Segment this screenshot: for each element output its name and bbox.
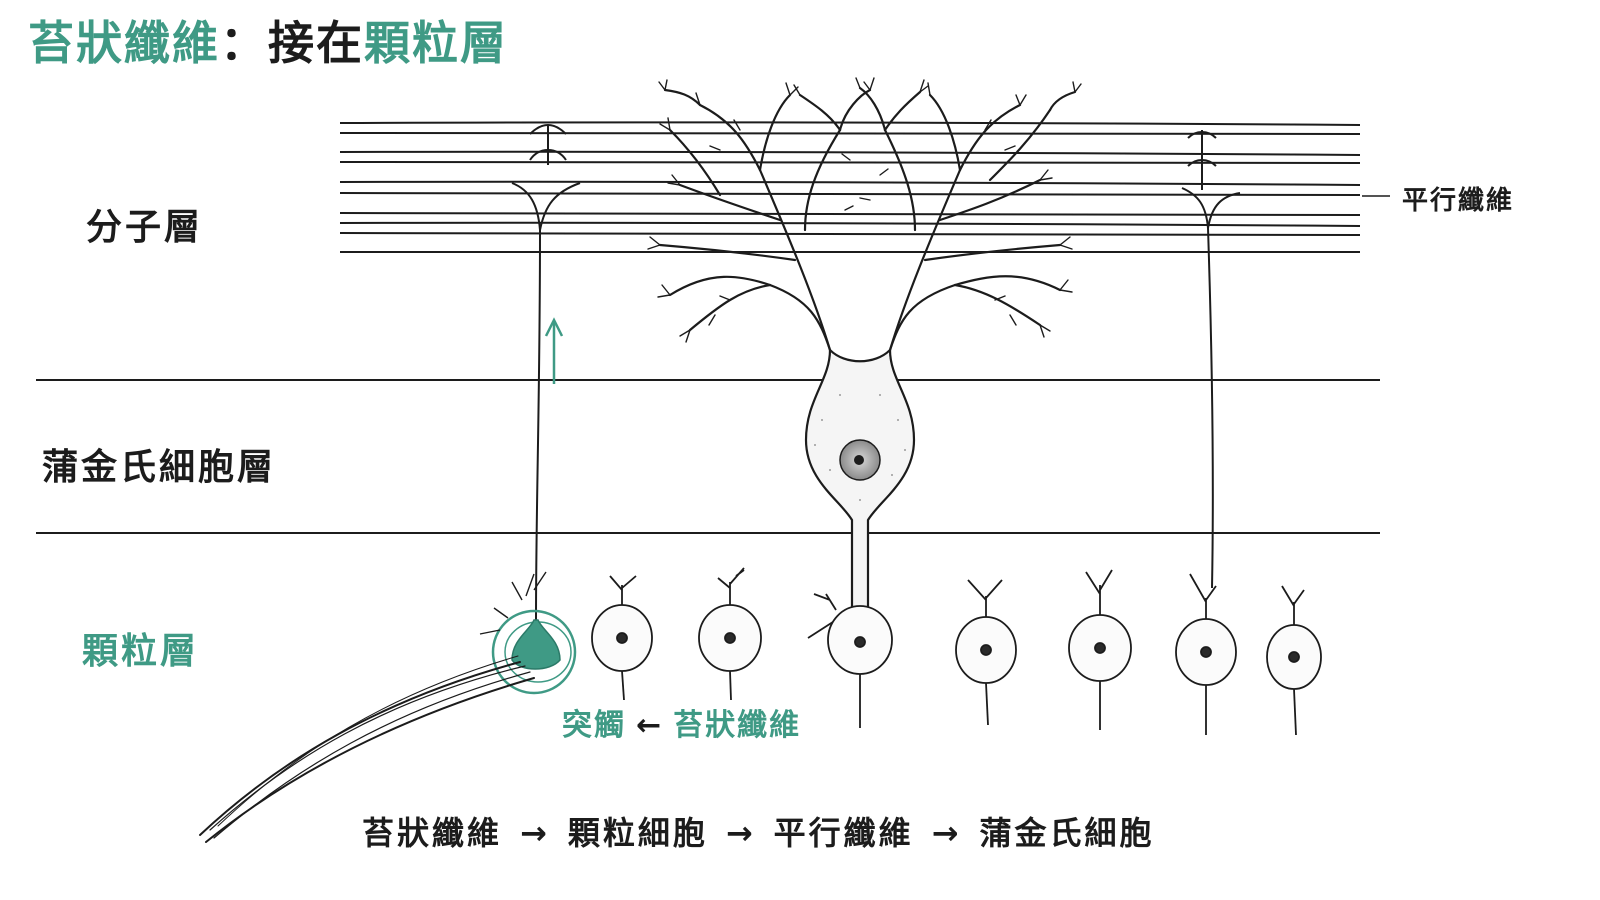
title-colon: ： [220, 16, 268, 70]
pathway-step-purkinje-cell: 蒲金氏細胞 [979, 814, 1155, 852]
purkinje-dendrite-twigs [647, 77, 1082, 343]
parallel-fiber-label: 平行纖維 [1402, 186, 1515, 216]
pathway-arrow: → [931, 814, 962, 852]
synapse-label: 突觸 [562, 708, 626, 743]
purkinje-body-stipple [814, 394, 906, 501]
upward-signal-arrow [544, 317, 564, 384]
parallel-fiber [339, 150, 1361, 156]
parallel-fiber [339, 221, 1361, 227]
title-mossy-fiber: 苔狀纖維 [28, 16, 220, 70]
purkinje-nucleolus [854, 455, 864, 465]
pathway-summary: 苔狀纖維 → 顆粒細胞 → 平行纖維 → 蒲金氏細胞 [362, 808, 1155, 854]
layer-label-granular: 顆粒層 [82, 631, 200, 672]
mossy-fiber-synapse [479, 571, 577, 695]
layer-label-molecular: 分子層 [86, 207, 204, 248]
granule-cell [955, 579, 1017, 726]
granule-cell [1266, 585, 1322, 736]
granule-cells [591, 567, 1322, 736]
mossy-fiber-bundle [199, 655, 535, 843]
synapse-arrow: ← [636, 708, 664, 743]
layer-label-purkinje: 蒲金氏細胞層 [42, 447, 277, 488]
granule-cell [698, 567, 762, 701]
pathway-arrow: → [520, 814, 550, 852]
granule-cell [807, 593, 893, 728]
left-granule-axon [511, 124, 581, 621]
pathway-step-granule-cell: 顆粒細胞 [567, 814, 708, 852]
parallel-fiber [339, 232, 1361, 236]
granule-cell [1068, 569, 1132, 730]
title-granular-layer: 顆粒層 [364, 16, 508, 70]
page-title: 苔狀纖維：接在顆粒層 [28, 12, 508, 74]
pathway-arrow: → [725, 814, 756, 852]
granule-cell [1175, 573, 1237, 735]
parallel-fiber [339, 211, 1361, 216]
pathway-step-mossy-fiber: 苔狀纖維 [362, 814, 503, 852]
mossy-fiber-label: 苔狀纖維 [673, 708, 802, 743]
parallel-fiber [339, 192, 1361, 196]
right-granule-axon [1181, 130, 1241, 589]
title-connects-to: 接在 [268, 16, 364, 70]
synapse-caption: 突觸 ← 苔狀纖維 [562, 700, 801, 744]
granule-cell [591, 575, 653, 701]
parallel-fiber [339, 161, 1361, 164]
parallel-fiber [339, 121, 1361, 126]
purkinje-dendritic-tree [658, 86, 1077, 352]
parallel-fiber [339, 180, 1361, 186]
pathway-step-parallel-fiber: 平行纖維 [773, 814, 914, 852]
parallel-fibers [339, 121, 1361, 253]
parallel-fiber [339, 131, 1361, 135]
